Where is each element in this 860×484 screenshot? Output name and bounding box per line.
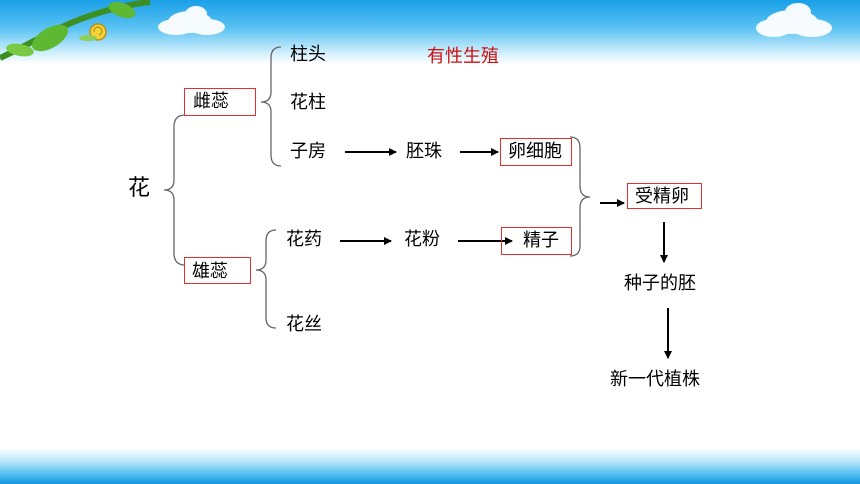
slide-title: 有性生殖	[427, 46, 499, 67]
sperm-highlight-box	[501, 227, 572, 255]
ovule-label: 胚珠	[406, 141, 442, 162]
zygote-highlight-box	[627, 183, 702, 209]
stamen-brace	[255, 229, 277, 329]
filament-label: 花丝	[286, 314, 322, 335]
root-brace	[163, 114, 186, 266]
new-plant-label: 新一代植株	[610, 369, 700, 390]
top-sky-banner	[0, 0, 860, 64]
anther-label: 花药	[286, 229, 322, 250]
ovary-label: 子房	[290, 141, 326, 162]
pistil-highlight-box	[184, 88, 256, 116]
flower-label: 花	[128, 176, 151, 201]
pollen-label: 花粉	[404, 229, 440, 250]
pistil-label: 雌蕊	[193, 91, 229, 112]
zygote-label: 受精卵	[635, 186, 689, 207]
cloud-icon	[158, 6, 225, 35]
cloud-icon	[756, 3, 832, 37]
sperm-label: 精子	[523, 230, 559, 251]
stamen-highlight-box	[184, 257, 251, 284]
stamen-label: 雄蕊	[192, 261, 228, 282]
seed-embryo-label: 种子的胚	[624, 273, 696, 294]
egg-highlight-box	[500, 138, 572, 166]
vine-icon	[0, 0, 151, 61]
fertilization-brace	[569, 136, 591, 257]
stigma-label: 柱头	[290, 44, 326, 65]
snail-icon	[79, 23, 107, 41]
style-label: 花柱	[290, 92, 326, 113]
pistil-brace	[260, 46, 282, 167]
egg-cell-label: 卵细胞	[508, 141, 562, 162]
bottom-sky-banner	[0, 448, 860, 484]
